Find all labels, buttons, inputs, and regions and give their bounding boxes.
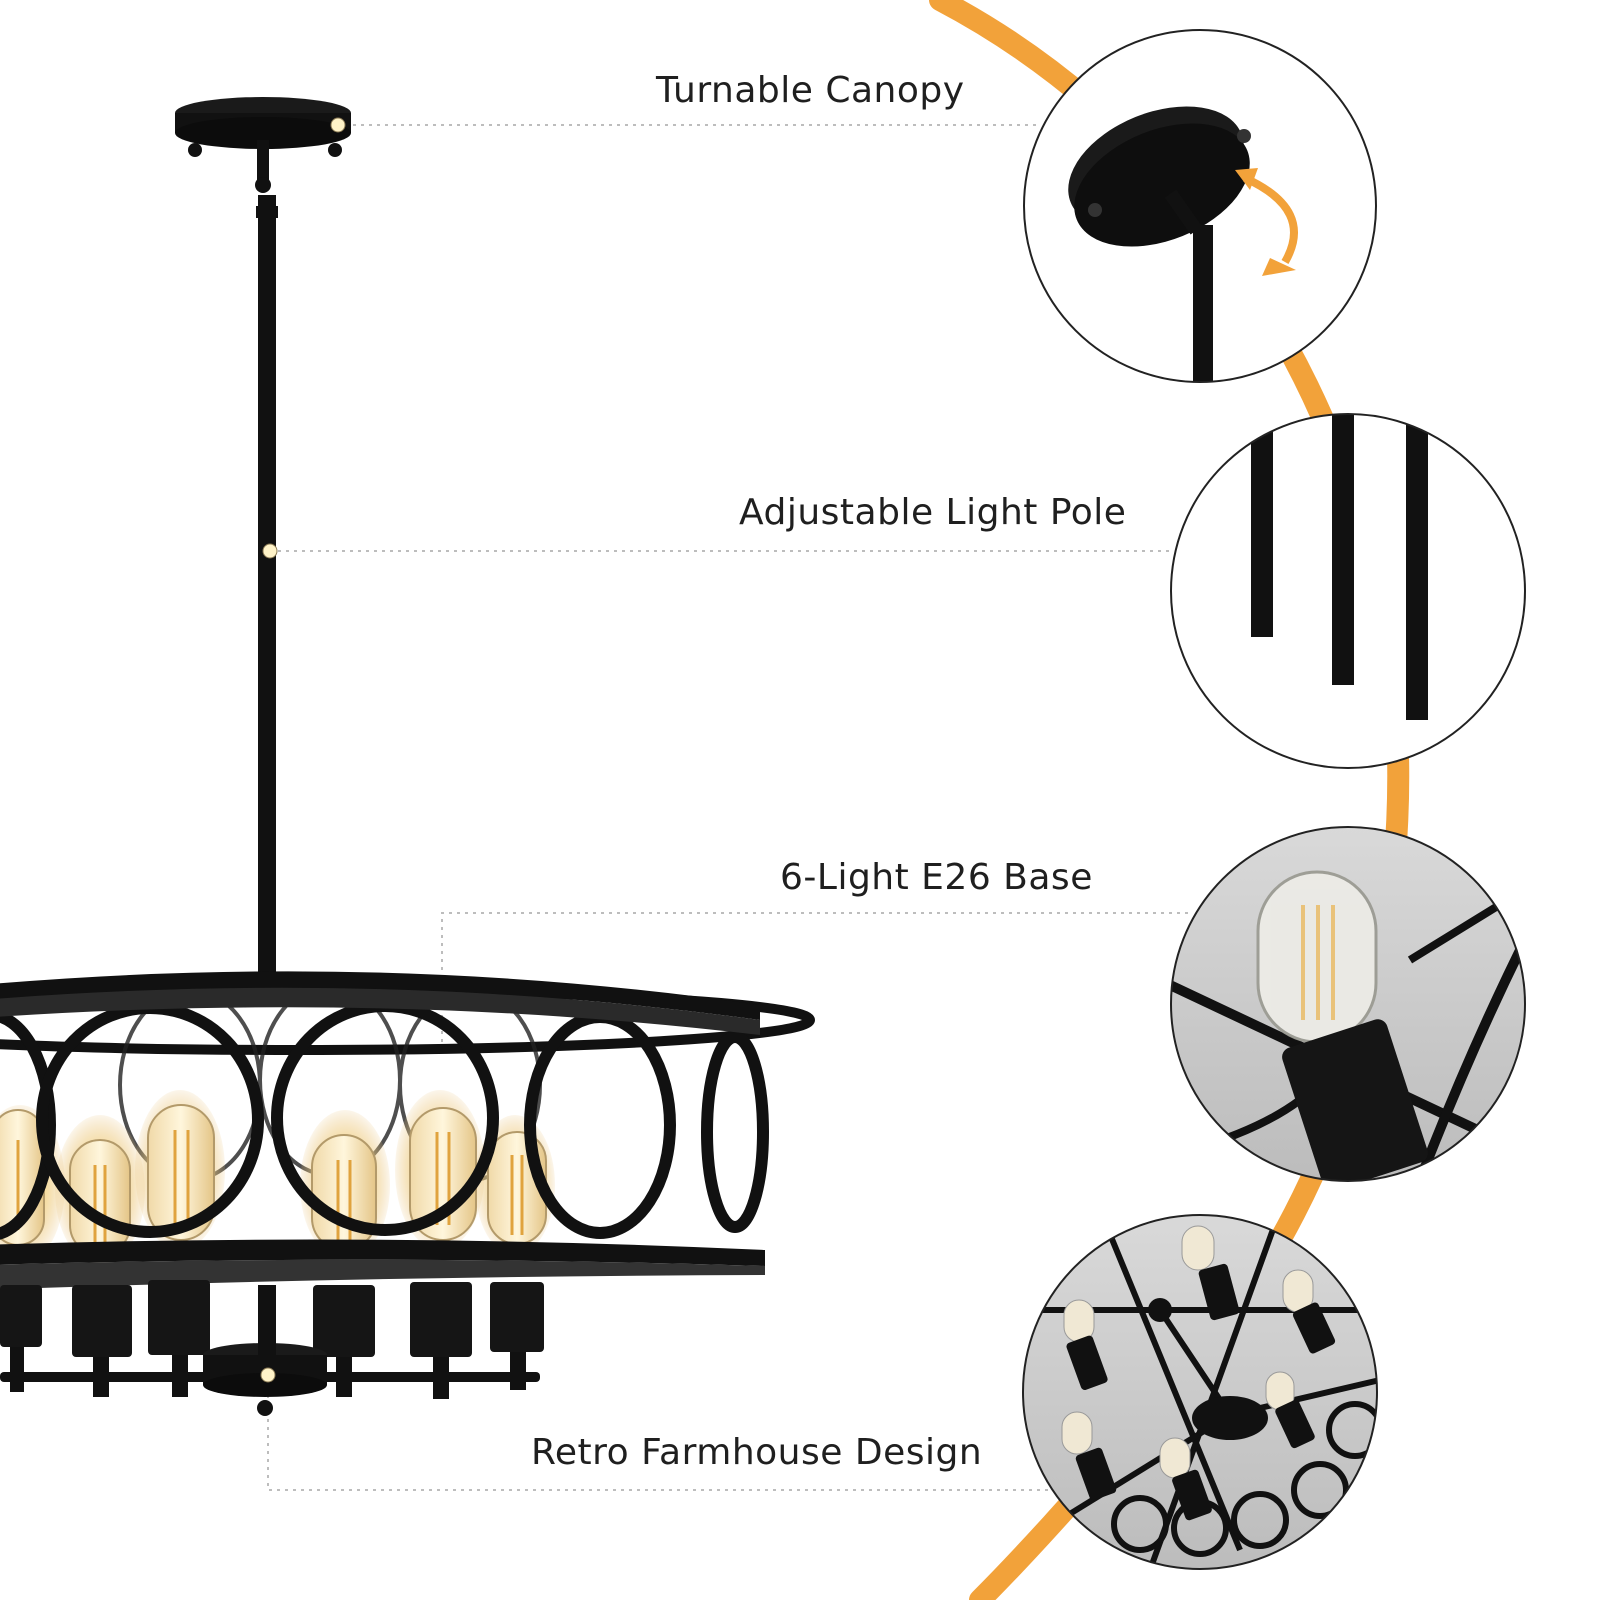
feature-label-adjustable-light-pole: Adjustable Light Pole: [739, 492, 1127, 533]
chandelier: [0, 97, 815, 1416]
detail-top-view: [1022, 1214, 1378, 1570]
detail-canopy: [1023, 29, 1377, 383]
feature-label-retro-farmhouse-design: Retro Farmhouse Design: [531, 1432, 983, 1473]
callout-lines: [267, 124, 1192, 1491]
detail-bulb-base: [1170, 826, 1526, 1182]
callout-markers: [260, 117, 346, 1383]
feature-label-6-light-e26-base: 6-Light E26 Base: [780, 857, 1093, 898]
feature-label-turnable-canopy: Turnable Canopy: [656, 70, 965, 111]
detail-poles: [1170, 413, 1526, 769]
